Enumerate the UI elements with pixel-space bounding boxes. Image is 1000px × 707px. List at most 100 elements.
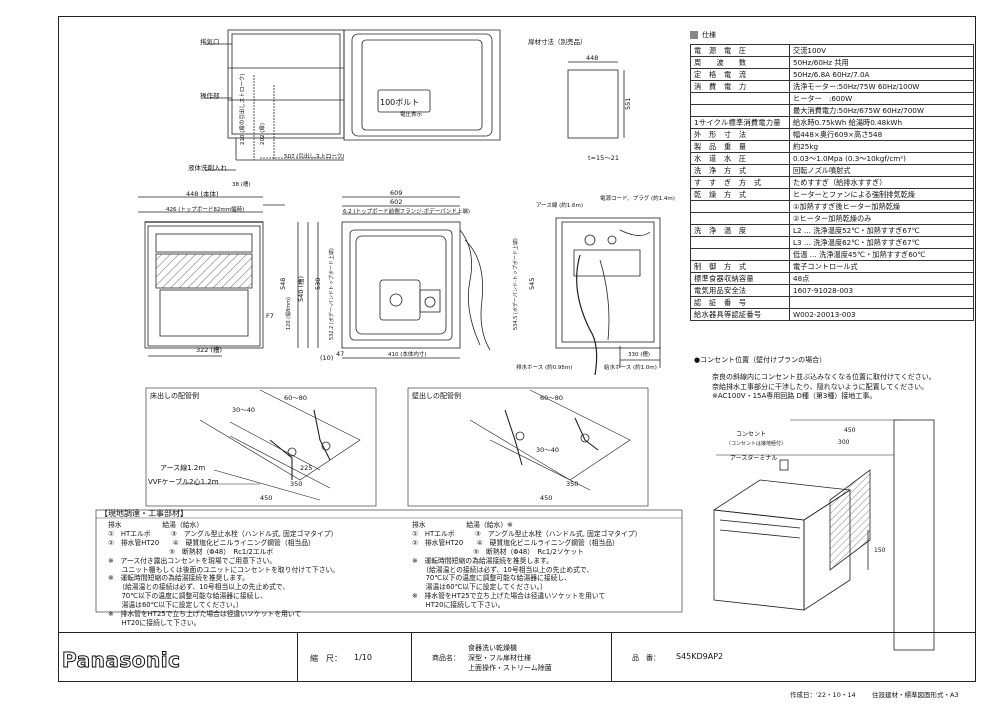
floor-dim-0: 30〜40 (232, 406, 255, 414)
drawing-frame (58, 16, 976, 682)
outlet-label: コンセント (736, 431, 766, 438)
scale-cell: 縮 尺： 1/10 (297, 633, 411, 682)
spec-row: 電 源 電 圧交流100V (690, 44, 974, 57)
spec-value: 給水時0.75kWh 給湯時0.48kWh (789, 116, 974, 129)
created-date: 作成日：'22・10・14 (790, 691, 856, 699)
spec-value: 電子コントロール式 (789, 260, 974, 273)
spec-key: 給水器具等認証番号 (690, 308, 790, 321)
spec-key: 標準食器収納容量 (690, 272, 790, 285)
spec-value: ヒーターとファンによる強制排気乾燥 (789, 188, 974, 201)
label-bolt: 100ボルト (380, 98, 419, 107)
spec-value: ①加熱すすぎ後ヒーター加熱乾燥 (789, 200, 974, 213)
spec-value: ②ヒーター加熱乾燥のみ (789, 212, 974, 225)
panel-width: 448 (586, 54, 598, 62)
spec-value: 回転ノズル噴射式 (789, 164, 974, 177)
dim-210: 210 (扉の引出しストローク) (238, 73, 246, 145)
floor-piping-title: 床出しの配管例 (150, 391, 199, 400)
panasonic-logo: Panasonic (61, 648, 181, 673)
spec-value: 1607-91028-003 (789, 284, 974, 297)
dim-side-410: 410 (本体内寸) (388, 350, 427, 358)
dim-front-426: 426 (トップボード82mm幅時) (166, 205, 244, 213)
spec-row: ヒーター :600W (690, 92, 974, 105)
materials-right: 排水 給湯（給水）※ ① HTエルボ ③ アングル型止水栓（ハンドル式, 固定ゴ… (412, 521, 642, 610)
spec-row: 認 証 番 号 (690, 296, 974, 309)
label-supply-hose: 給水ホース (約1.0m) (604, 363, 657, 371)
spec-value: 50Hz/6.8A 60Hz/7.0A (789, 68, 974, 81)
spec-key: す す ぎ 方 式 (690, 176, 790, 189)
materials-heading: 【現地調達・工事部材】 (100, 508, 188, 518)
wall-dim-2: 350 (566, 480, 578, 488)
dim-side-flange: 6.2 (トップボード前側フランジ-ボデーパンド上端) (343, 207, 470, 215)
spec-header: 仕様 (690, 30, 716, 40)
floor-label-vvf: VVFケーブル2心1.2m (148, 477, 219, 486)
materials-left: 排水 給湯（給水） ① HTエルボ ③ アングル型止水栓（ハンドル式, 固定ゴマ… (108, 521, 340, 627)
dim-front-120: 120 (幅8mm) (285, 297, 292, 330)
spec-value: 洗浄モーター:50Hz/75W 60Hz/100W (789, 80, 974, 93)
wall-piping-drawing (407, 387, 649, 507)
outlet-dim-450: 450 (844, 427, 856, 434)
spec-value: 0.03〜1.0Mpa (0.3〜10kgf/cm²) (789, 152, 974, 165)
spec-key: 電 源 電 圧 (690, 44, 790, 57)
spec-key (690, 92, 790, 105)
product-line2: 深型・フル扉材仕様 (468, 654, 531, 662)
spec-key: 乾 燥 方 式 (690, 188, 790, 201)
front-view-drawing (138, 196, 319, 357)
spec-value: L2 … 洗浄温度52℃・加熱すすぎ67℃ (789, 224, 974, 237)
dim-202: 202 (扉) (258, 123, 266, 145)
label-f7: F7 (266, 312, 274, 320)
floor-dim-1: 60〜80 (284, 394, 307, 402)
dim-side-602: 602 (390, 198, 402, 206)
spec-value: 幅448×奥行609×高さ548 (789, 128, 974, 141)
spec-key (690, 104, 790, 117)
spec-key (690, 212, 790, 225)
spec-row: 1サイクル標準消費電力量給水時0.75kWh 給湯時0.48kWh (690, 116, 974, 129)
dim-rear-330: 330 (槽) (628, 350, 650, 358)
dim-front-448: 448 (本体) (186, 189, 219, 198)
spec-key: 認 証 番 号 (690, 296, 790, 309)
spec-row: 外 形 寸 法幅448×奥行609×高さ548 (690, 128, 974, 141)
spec-key: 1サイクル標準消費電力量 (690, 116, 790, 129)
spec-row: す す ぎ 方 式ためすすぎ（給排水すすぎ） (690, 176, 974, 189)
label-earth-wire: アース線 (約1.6m) (536, 201, 583, 209)
wall-piping-title: 壁出しの配管例 (412, 391, 461, 400)
top-view-drawing (205, 29, 501, 171)
model-label: 品 番： (632, 654, 660, 662)
spec-key: 周 波 数 (690, 56, 790, 69)
spec-value: 48点 (789, 272, 974, 285)
floor-dim-3: 350 (290, 480, 302, 488)
dim-side-545: 545 (528, 278, 536, 290)
dim-front-530: 530 (314, 278, 322, 290)
panel-height: 551 (624, 98, 632, 110)
spec-key: 制 御 方 式 (690, 260, 790, 273)
label-power-cord: 電源コード、プラグ (約1.4m) (600, 194, 675, 202)
side-view-drawing (341, 196, 491, 359)
spec-value: 50Hz/60Hz 共用 (789, 56, 974, 69)
outlet-position-drawing (712, 419, 935, 651)
dim-side-47: 47 (336, 350, 344, 358)
spec-key (690, 200, 790, 213)
spec-key: 外 形 寸 法 (690, 128, 790, 141)
spec-value (789, 296, 974, 309)
label-drain-hose: 排水ホース (約0.95m) (516, 363, 572, 371)
spec-row: 洗 浄 方 式回転ノズル噴射式 (690, 164, 974, 177)
spec-value: L3 … 洗浄温度62℃・加熱すすぎ67℃ (789, 236, 974, 249)
earth-terminal-label: アースターミナル (730, 454, 777, 462)
outlet-notes: 奈良の斜線内にコンセント並ぶ込みなくなる位置に取付けてください。 奈給排水工事部… (712, 373, 936, 401)
spec-row: 消 費 電 力洗浄モーター:50Hz/75W 60Hz/100W (690, 80, 974, 93)
spec-key: 洗 浄 温 度 (690, 224, 790, 237)
spec-row: 低温 … 洗浄温度45℃・加熱すすぎ60℃ (690, 248, 974, 261)
product-line1: 食器洗い乾燥機 (468, 644, 517, 652)
spec-row: 制 御 方 式電子コントロール式 (690, 260, 974, 273)
spec-value: ためすすぎ（給排水すすぎ） (789, 176, 974, 189)
model-value: S45KD9AP2 (676, 652, 724, 661)
spec-value: 交流100V (789, 44, 974, 57)
dim-front-38: 38 (槽) (232, 180, 251, 188)
wall-dim-0: 60〜80 (540, 394, 563, 402)
label-exhaust: 排気口 (200, 37, 220, 46)
outlet-dim-300: 300 (838, 439, 850, 446)
product-label: 商品名： (432, 654, 460, 662)
